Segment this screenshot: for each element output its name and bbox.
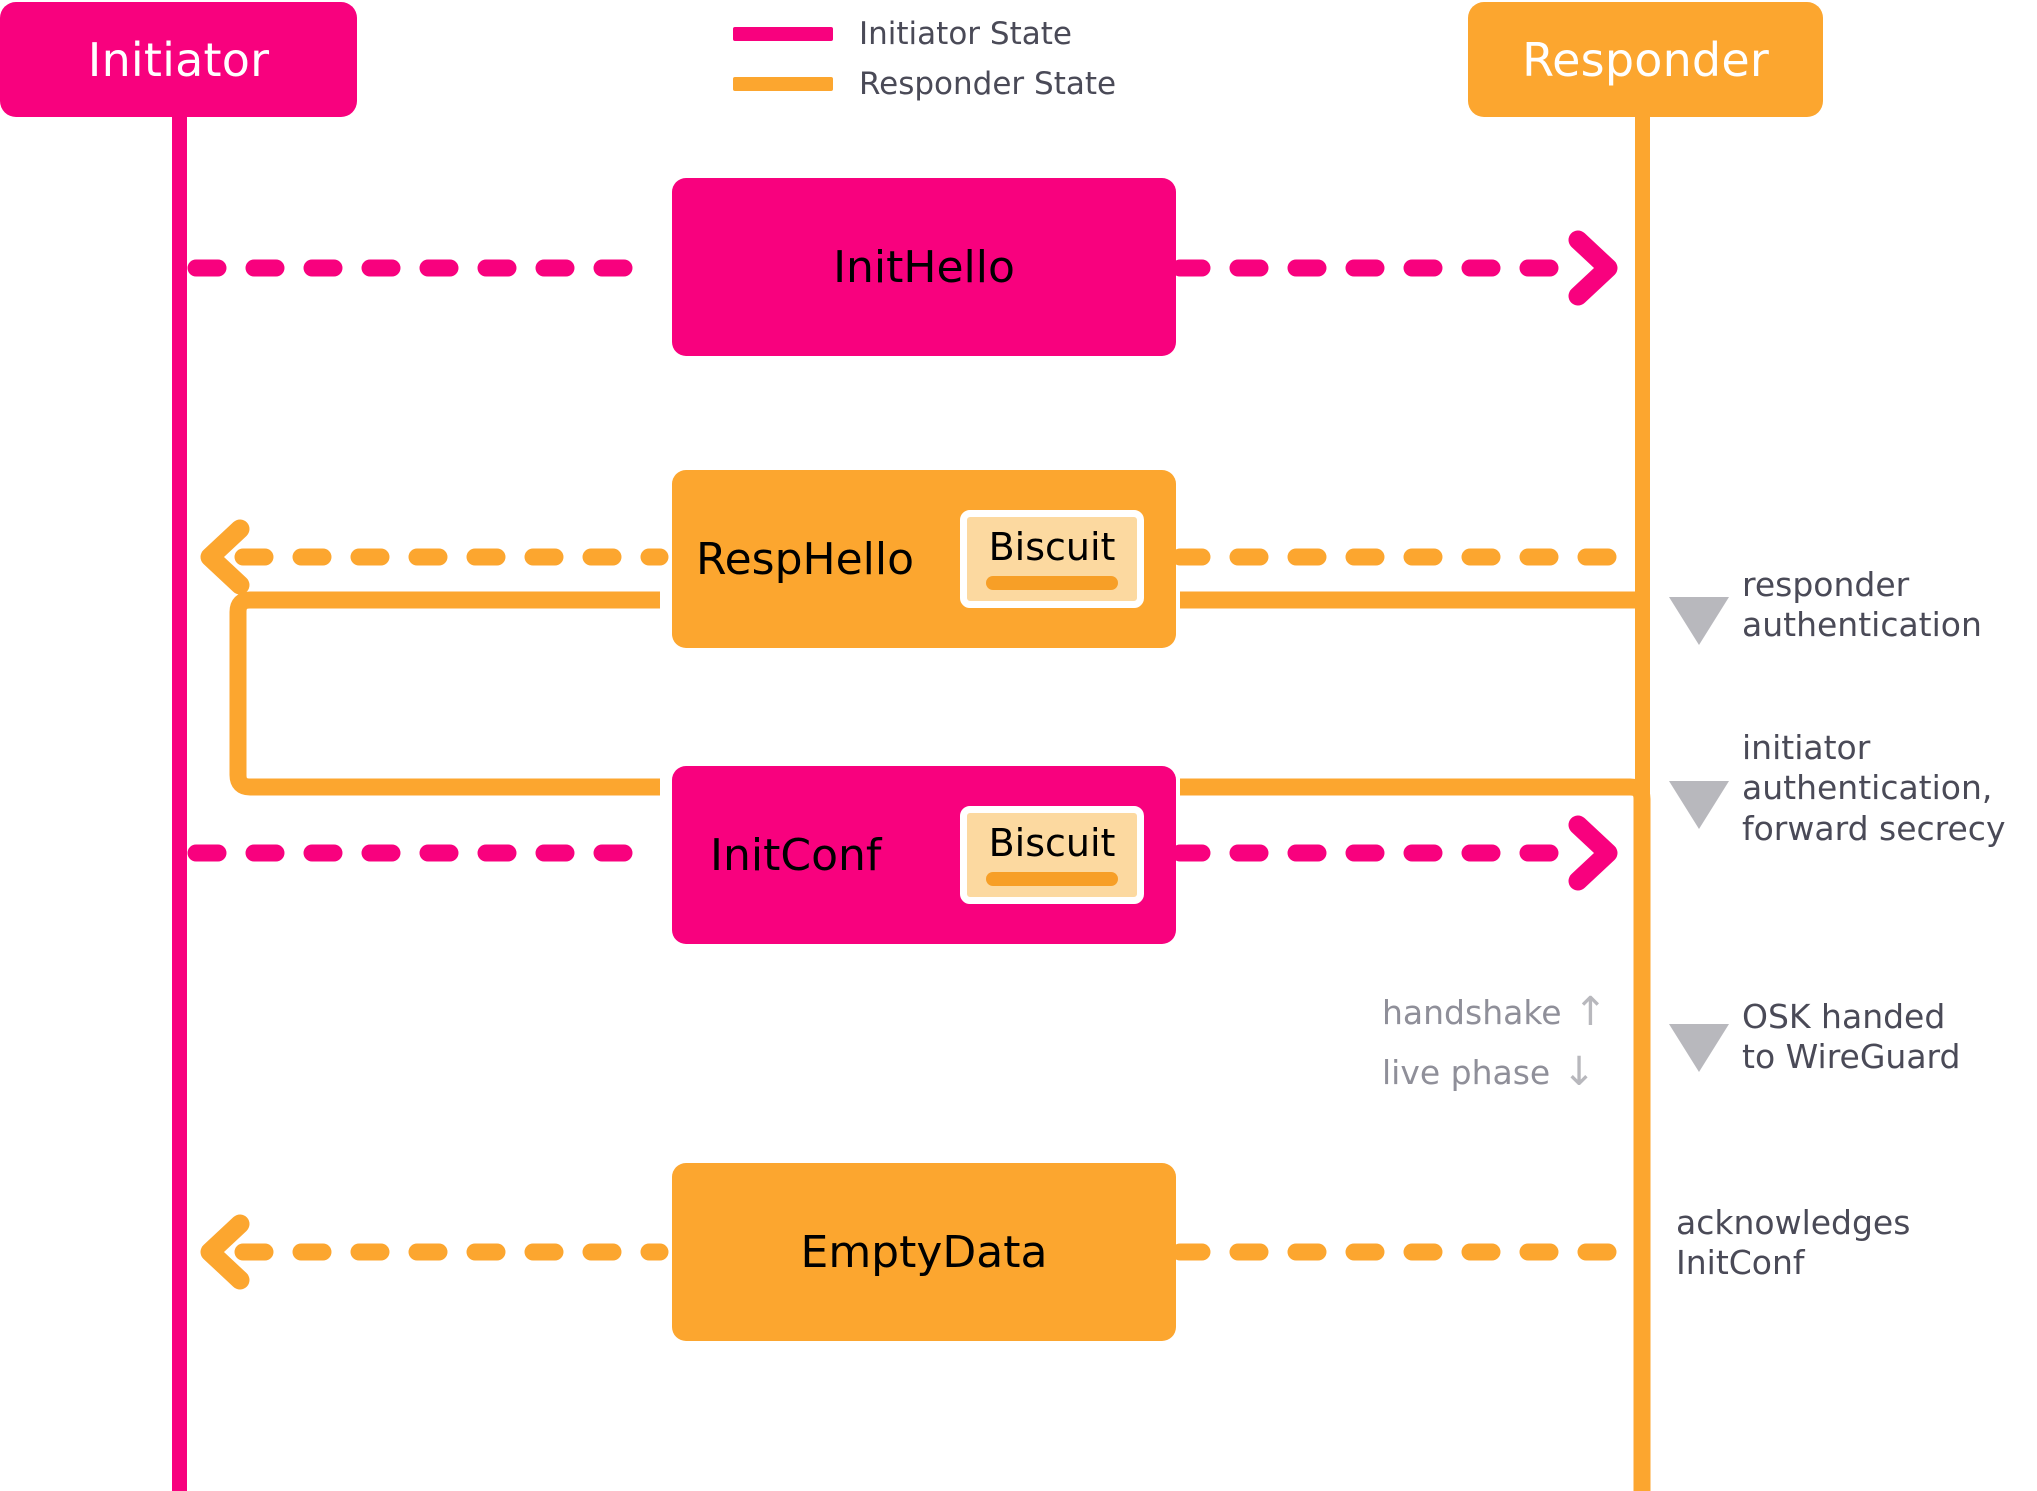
biscuit-label-resp-hello: Biscuit [988, 525, 1116, 569]
legend-item-responder-state: Responder State [733, 66, 1116, 102]
phase-label-live-phase: live phase ↓ [1382, 1052, 1596, 1092]
message-box-resp-hello[interactable]: RespHello Biscuit [672, 470, 1176, 648]
message-box-empty-data[interactable]: EmptyData [672, 1163, 1176, 1341]
triangle-down-icon-osk [1669, 1024, 1729, 1072]
triangle-down-icon-initiator-auth [1669, 781, 1729, 829]
biscuit-bar-icon [985, 576, 1119, 590]
biscuit-bar-icon [985, 872, 1119, 886]
actor-responder[interactable]: Responder [1468, 2, 1823, 117]
init-hello-arrow [187, 230, 1618, 306]
arrow-down-icon: ↓ [1562, 1049, 1596, 1095]
arrow-up-icon: ↑ [1573, 989, 1608, 1035]
biscuit-badge-resp-hello[interactable]: Biscuit [960, 510, 1144, 608]
empty-data-arrow [200, 1214, 1639, 1290]
biscuit-badge-init-conf[interactable]: Biscuit [960, 806, 1144, 904]
resp-hello-arrow [200, 519, 1649, 595]
actor-initiator-label: Initiator [87, 32, 270, 87]
legend: Initiator State Responder State [733, 16, 1116, 102]
actor-responder-label: Responder [1522, 32, 1769, 87]
message-label-empty-data: EmptyData [800, 1226, 1048, 1278]
init-conf-arrow [187, 815, 1618, 891]
annotation-osk-handed: OSK handed to WireGuard [1742, 997, 1961, 1077]
legend-swatch-responder [733, 77, 833, 91]
annotation-responder-authentication: responder authentication [1742, 565, 1982, 645]
actor-initiator[interactable]: Initiator [0, 2, 357, 117]
phase-label-live-phase-text: live phase [1382, 1052, 1551, 1092]
message-label-init-conf: InitConf [710, 829, 882, 881]
responder-state-path [229, 591, 1651, 1491]
legend-item-initiator-state: Initiator State [733, 16, 1116, 52]
message-box-init-conf[interactable]: InitConf Biscuit [672, 766, 1176, 944]
message-label-resp-hello: RespHello [696, 533, 915, 585]
legend-swatch-initiator [733, 27, 833, 41]
phase-label-handshake-text: handshake [1382, 992, 1562, 1032]
legend-label-initiator: Initiator State [859, 16, 1072, 52]
phase-label-handshake: handshake ↑ [1382, 992, 1607, 1032]
message-box-init-hello[interactable]: InitHello [672, 178, 1176, 356]
legend-label-responder: Responder State [859, 66, 1117, 102]
biscuit-label-init-conf: Biscuit [988, 821, 1116, 865]
message-label-init-hello: InitHello [833, 241, 1015, 293]
annotation-acknowledges-initconf: acknowledges InitConf [1676, 1203, 1911, 1283]
triangle-down-icon-responder-auth [1669, 597, 1729, 645]
annotation-initiator-authentication: initiator authentication, forward secrec… [1742, 728, 2006, 848]
initiator-lifeline [172, 60, 187, 1491]
